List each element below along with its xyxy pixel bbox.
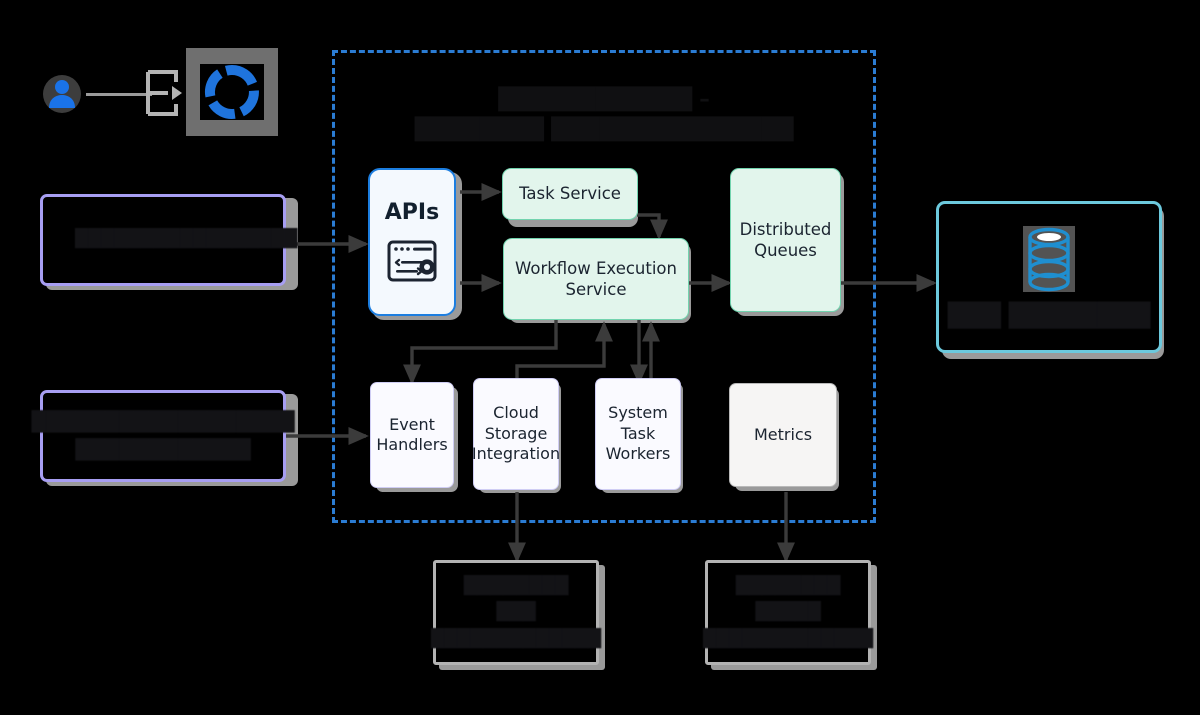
workflow-execution-service-node[interactable]: Workflow Execution Service [503, 238, 689, 320]
brand-ring-logo-icon [200, 64, 264, 120]
apis-label: APIs [384, 199, 440, 225]
task-service-node[interactable]: Task Service [502, 168, 638, 220]
apis-node[interactable]: APIs [368, 168, 456, 316]
workflow-execution-service-label: Workflow Execution Service [515, 258, 677, 299]
api-window-gear-icon [387, 240, 437, 282]
external-integration-right-label: ████████ █████ █████████████ [703, 575, 873, 649]
external-integration-left-panel[interactable]: ████████ ███ █████████████ [431, 560, 601, 665]
tools-panel[interactable]: █████████████████ [40, 194, 297, 286]
external-integration-left-label: ████████ ███ █████████████ [431, 575, 601, 649]
cluster-title: ████████████ – ████████ ███████████████ [414, 87, 794, 142]
system-task-workers-label: System Task Workers [605, 403, 671, 464]
integrations-panel[interactable]: ██████████████████ ████████████ [32, 390, 295, 482]
external-integration-right-panel[interactable]: ████████ █████ █████████████ [703, 560, 873, 665]
metrics-label: Metrics [753, 424, 813, 444]
integrations-panel-label: ██████████████████ ████████████ [31, 410, 295, 462]
distributed-queues-node[interactable]: Distributed Queues [730, 168, 841, 312]
cloud-storage-integration-label: Cloud Storage Integration [471, 403, 561, 464]
actor-connector-line [86, 93, 152, 96]
cluster-boundary [332, 50, 876, 523]
task-service-label: Task Service [519, 184, 621, 204]
brand-logo-plate [186, 48, 278, 136]
datastore-panel-label: ███ ████████ [947, 303, 1151, 330]
metrics-node[interactable]: Metrics [729, 383, 837, 487]
datastore-panel[interactable]: ███ ████████ [936, 201, 1162, 353]
system-task-workers-node[interactable]: System Task Workers [595, 378, 681, 490]
actor-group [38, 48, 288, 138]
event-handlers-node[interactable]: Event Handlers [370, 382, 454, 488]
database-stack-icon [1023, 226, 1075, 293]
tools-panel-label: █████████████████ [75, 229, 298, 250]
fan-out-bracket-icon [146, 70, 182, 116]
event-handlers-label: Event Handlers [376, 414, 448, 454]
user-icon [43, 75, 81, 113]
distributed-queues-label: Distributed Queues [739, 219, 832, 260]
cloud-storage-integration-node[interactable]: Cloud Storage Integration [471, 378, 561, 490]
